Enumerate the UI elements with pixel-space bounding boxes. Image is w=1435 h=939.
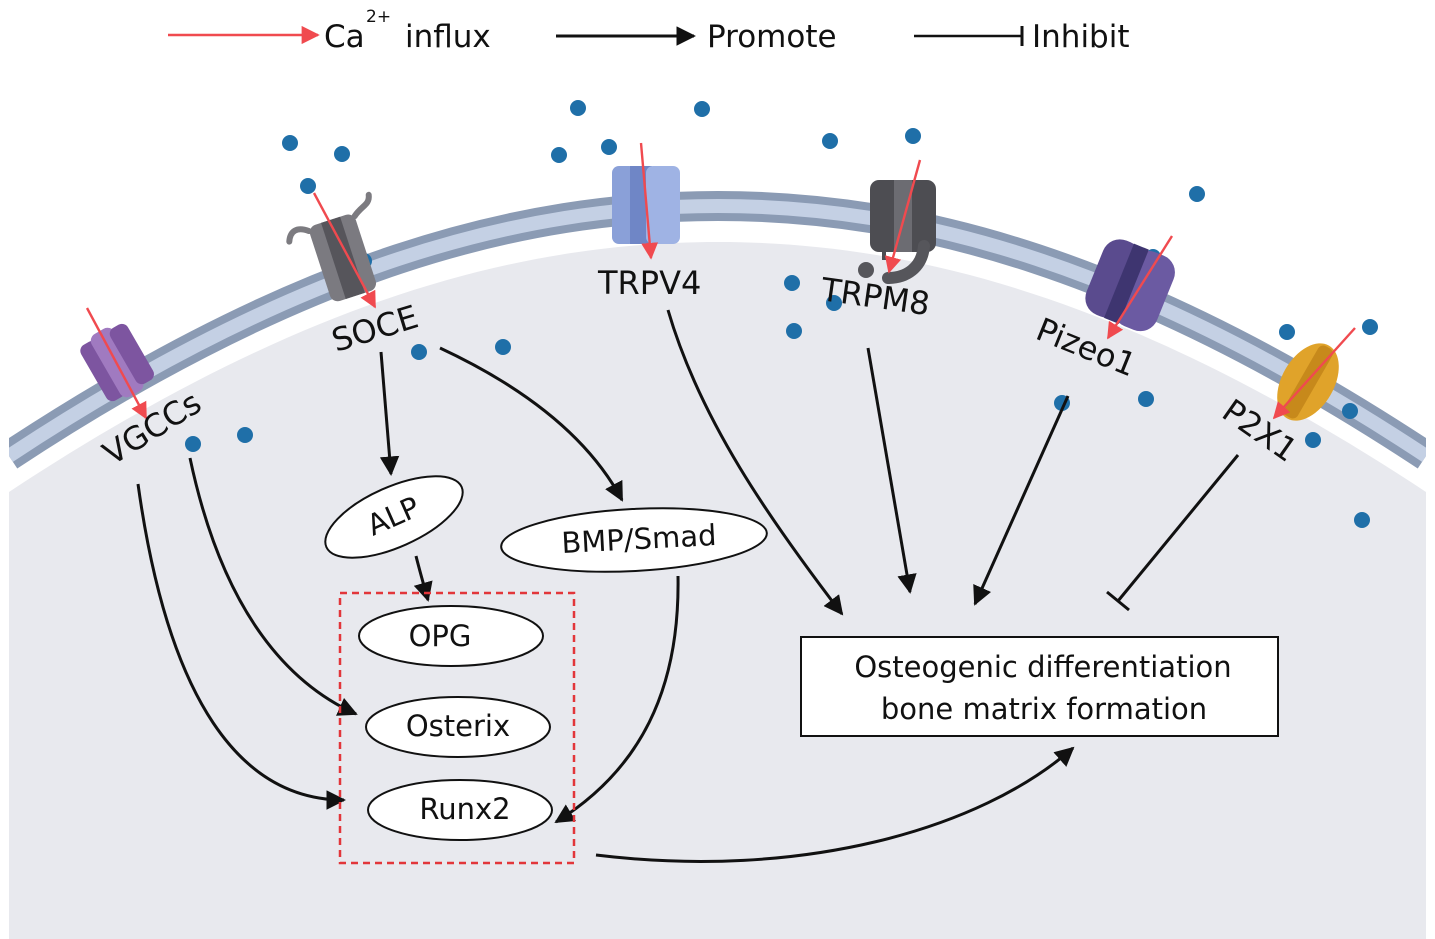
ca-ion xyxy=(786,323,802,339)
ca-ion xyxy=(570,100,586,116)
outcome-box: Osteogenic differentiation bone matrix f… xyxy=(800,636,1279,737)
bmp-smad-label: BMP/Smad xyxy=(561,518,718,560)
legend-inhibit-label: Inhibit xyxy=(1032,19,1130,55)
p2x1-inhibit-bar xyxy=(1106,590,1130,612)
legend-promote-label: Promote xyxy=(707,19,837,55)
legend-influx-label: influx xyxy=(405,19,491,55)
bmp-smad-to-runx2-arrow xyxy=(554,575,680,824)
ca-ion xyxy=(237,427,253,443)
alp-to-opg-arrow xyxy=(413,555,433,602)
piezo1-influx-arrow xyxy=(1106,235,1174,340)
ca-ion xyxy=(495,339,511,355)
ca-ion xyxy=(694,101,710,117)
ca-ion xyxy=(1279,324,1295,340)
ca-ion xyxy=(300,178,316,194)
trpv4-label: TRPV4 xyxy=(597,264,701,302)
ca-ion xyxy=(826,295,842,311)
cell xyxy=(9,190,1426,939)
pathway-arrows xyxy=(136,309,1240,863)
opg-label: OPG xyxy=(409,619,472,653)
runx2-label: Runx2 xyxy=(419,792,510,826)
legend-ca-superscript: 2+ xyxy=(366,7,391,27)
p2x1-inhibit-line xyxy=(1116,454,1240,602)
vgccs-to-osterix-arrow xyxy=(188,457,358,716)
ca-ion xyxy=(784,275,800,291)
trpm8-influx-arrow xyxy=(884,159,922,274)
vgccs-influx-arrow xyxy=(85,307,148,420)
ca-ion xyxy=(411,344,427,360)
ca-ion xyxy=(1305,432,1321,448)
trpv4-to-outcome-arrow xyxy=(666,309,844,616)
vgccs-to-runx2-arrow xyxy=(136,483,346,810)
ca-ion xyxy=(551,147,567,163)
legend-ca-label: Ca xyxy=(324,19,365,55)
ca-ion xyxy=(334,146,350,162)
ca-ion xyxy=(1138,391,1154,407)
ca-ion xyxy=(1354,512,1370,528)
ca-ion xyxy=(1189,186,1205,202)
alp-node: ALP xyxy=(324,475,464,559)
soce-to-alp-arrow xyxy=(379,351,400,476)
ca-ion xyxy=(282,135,298,151)
osterix-label: Osterix xyxy=(406,709,510,743)
ca-ion xyxy=(905,128,921,144)
runx2-to-outcome-arrow xyxy=(595,746,1075,863)
soce-to-bmp-smad-arrow xyxy=(439,346,624,502)
runx2-node: Runx2 xyxy=(367,779,553,841)
ca-ion xyxy=(1342,403,1358,419)
soce-influx-arrow xyxy=(312,192,377,309)
trpm8-channel xyxy=(858,180,936,284)
osterix-node: Osterix xyxy=(365,696,551,758)
bmp-smad-node: BMP/Smad xyxy=(500,507,768,573)
trpv4-channel xyxy=(612,166,680,244)
trpv4-influx-arrow xyxy=(639,142,659,260)
ca-ion xyxy=(822,133,838,149)
piezo1-channel xyxy=(1085,239,1175,332)
ca-influx-arrows xyxy=(85,142,1356,420)
ca-ion xyxy=(601,139,617,155)
ca-ion xyxy=(1362,319,1378,335)
outcome-line-2: bone matrix formation xyxy=(881,692,1207,726)
trpm8-to-outcome-arrow xyxy=(866,347,917,594)
membrane-inner-layer xyxy=(9,198,1426,462)
legend: Ca 2+ influx Promote Inhibit xyxy=(168,7,1130,55)
outcome-line-1: Osteogenic differentiation xyxy=(854,650,1231,684)
p2x1-influx-arrow xyxy=(1272,327,1356,420)
opg-node: OPG xyxy=(358,605,544,667)
ca-ion xyxy=(185,436,201,452)
piezo1-to-outcome-arrow xyxy=(973,395,1070,606)
